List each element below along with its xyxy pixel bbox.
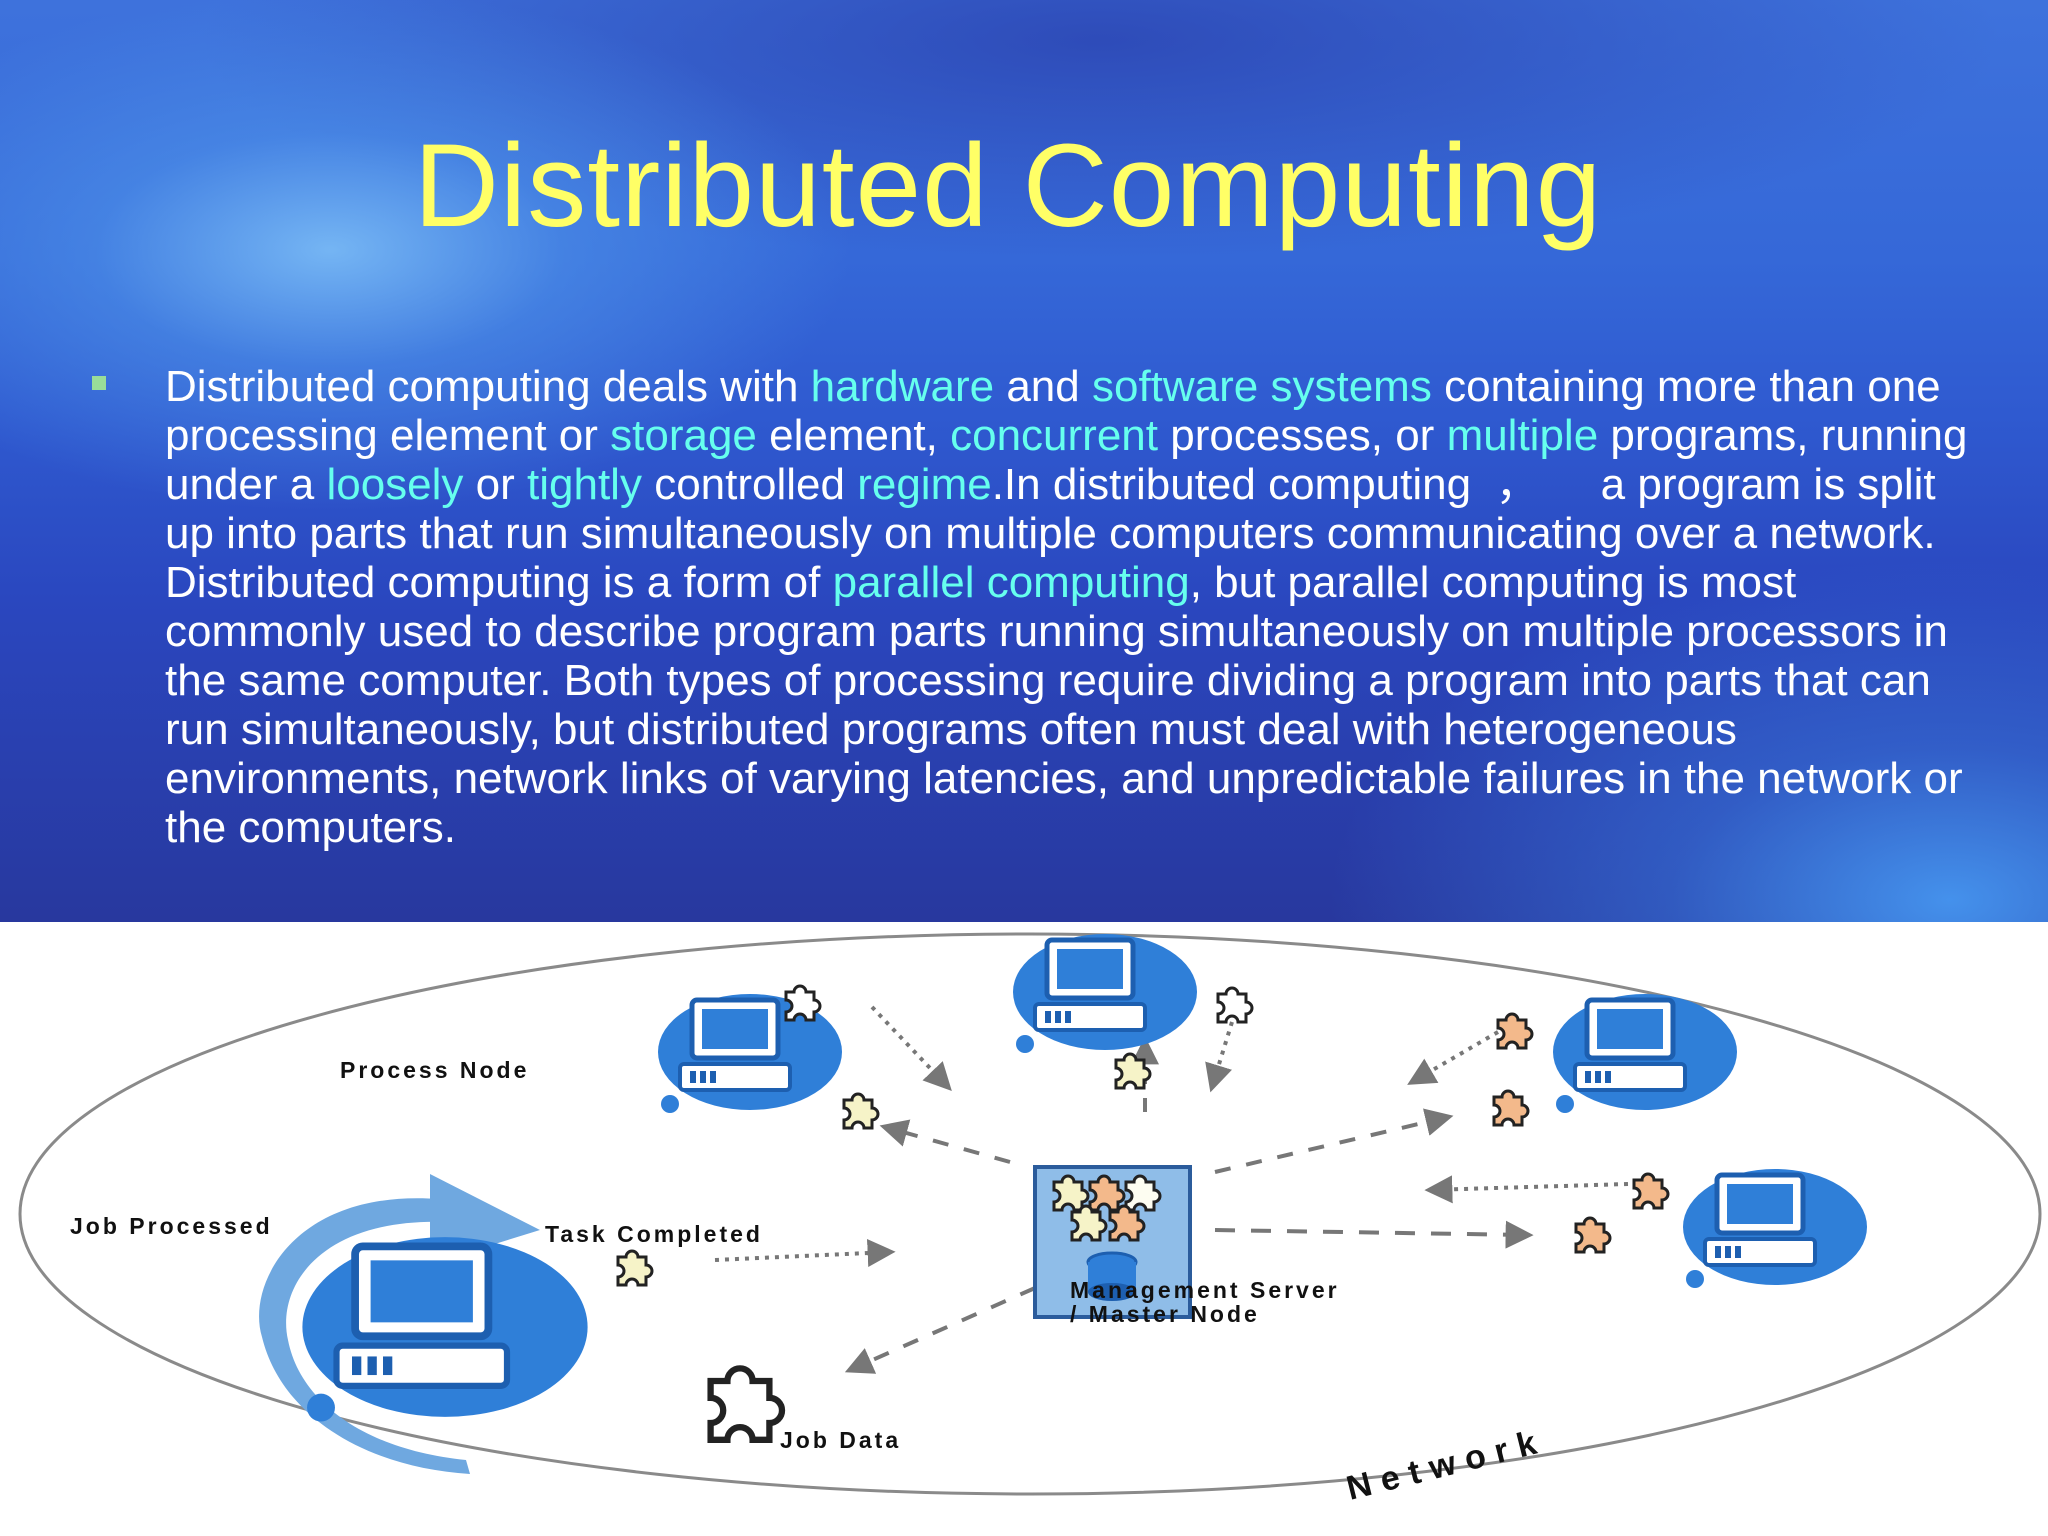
puzzle-icon — [1052, 1174, 1090, 1212]
keyword-link: concurrent — [950, 411, 1158, 460]
puzzle-icon — [1574, 1216, 1612, 1254]
keyword-link: multiple — [1446, 411, 1599, 460]
puzzle-icon — [1216, 986, 1254, 1024]
paragraph-text: programs, running under a — [165, 411, 1968, 509]
puzzle-icon — [1088, 1174, 1126, 1212]
label-job-data: Job Data — [780, 1427, 901, 1453]
puzzle-icon — [1108, 1204, 1146, 1242]
puzzle-icon — [842, 1092, 880, 1130]
keyword-link: hardware — [810, 362, 995, 411]
keyword-link: regime — [857, 460, 992, 509]
label-process-node: Process Node — [340, 1057, 529, 1083]
puzzle-icon — [1492, 1089, 1530, 1127]
label-job-processed: Job Processed — [70, 1213, 273, 1239]
distributed-computing-diagram: Process Node Job Processed Task Complete… — [18, 922, 2042, 1508]
paragraph-text: or — [463, 460, 528, 509]
paragraph-text: processes, or — [1158, 411, 1447, 460]
keyword-link: software systems — [1091, 362, 1432, 411]
paragraph-text: element, — [756, 411, 951, 460]
keyword-link: parallel computing — [832, 558, 1190, 607]
puzzle-icon — [1114, 1052, 1152, 1090]
paragraph-text: , but parallel computing is most commonl… — [165, 558, 1963, 852]
puzzle-icon — [616, 1249, 654, 1287]
puzzle-icon — [784, 984, 822, 1022]
paragraph-text: and — [994, 362, 1092, 411]
keyword-link: tightly — [527, 460, 642, 509]
keyword-link: loosely — [326, 460, 464, 509]
keyword-link: storage — [610, 411, 757, 460]
label-task-completed: Task Completed — [545, 1221, 763, 1247]
puzzle-icon — [1632, 1172, 1670, 1210]
puzzle-icon — [1496, 1012, 1534, 1050]
slide-background: Distributed Computing Distributed comput… — [0, 0, 2048, 922]
puzzle-icon — [1070, 1204, 1108, 1242]
puzzle-icon — [711, 1368, 782, 1439]
paragraph-text: containing more than one processing elem… — [165, 362, 1941, 460]
slide-title: Distributed Computing — [413, 120, 1603, 252]
bullet-square — [92, 376, 106, 390]
paragraph-text: Distributed computing deals with — [165, 362, 811, 411]
label-server-line2: / Master Node — [1070, 1301, 1260, 1327]
label-server-line1: Management Server — [1070, 1277, 1340, 1303]
paragraph-text: .In distributed computing ， a program is… — [165, 460, 1936, 607]
connection-arrows — [714, 1005, 1629, 1374]
paragraph-text: controlled — [641, 460, 858, 509]
body-paragraph: Distributed computing deals with hardwar… — [165, 362, 1975, 852]
puzzle-icon — [1124, 1174, 1162, 1212]
